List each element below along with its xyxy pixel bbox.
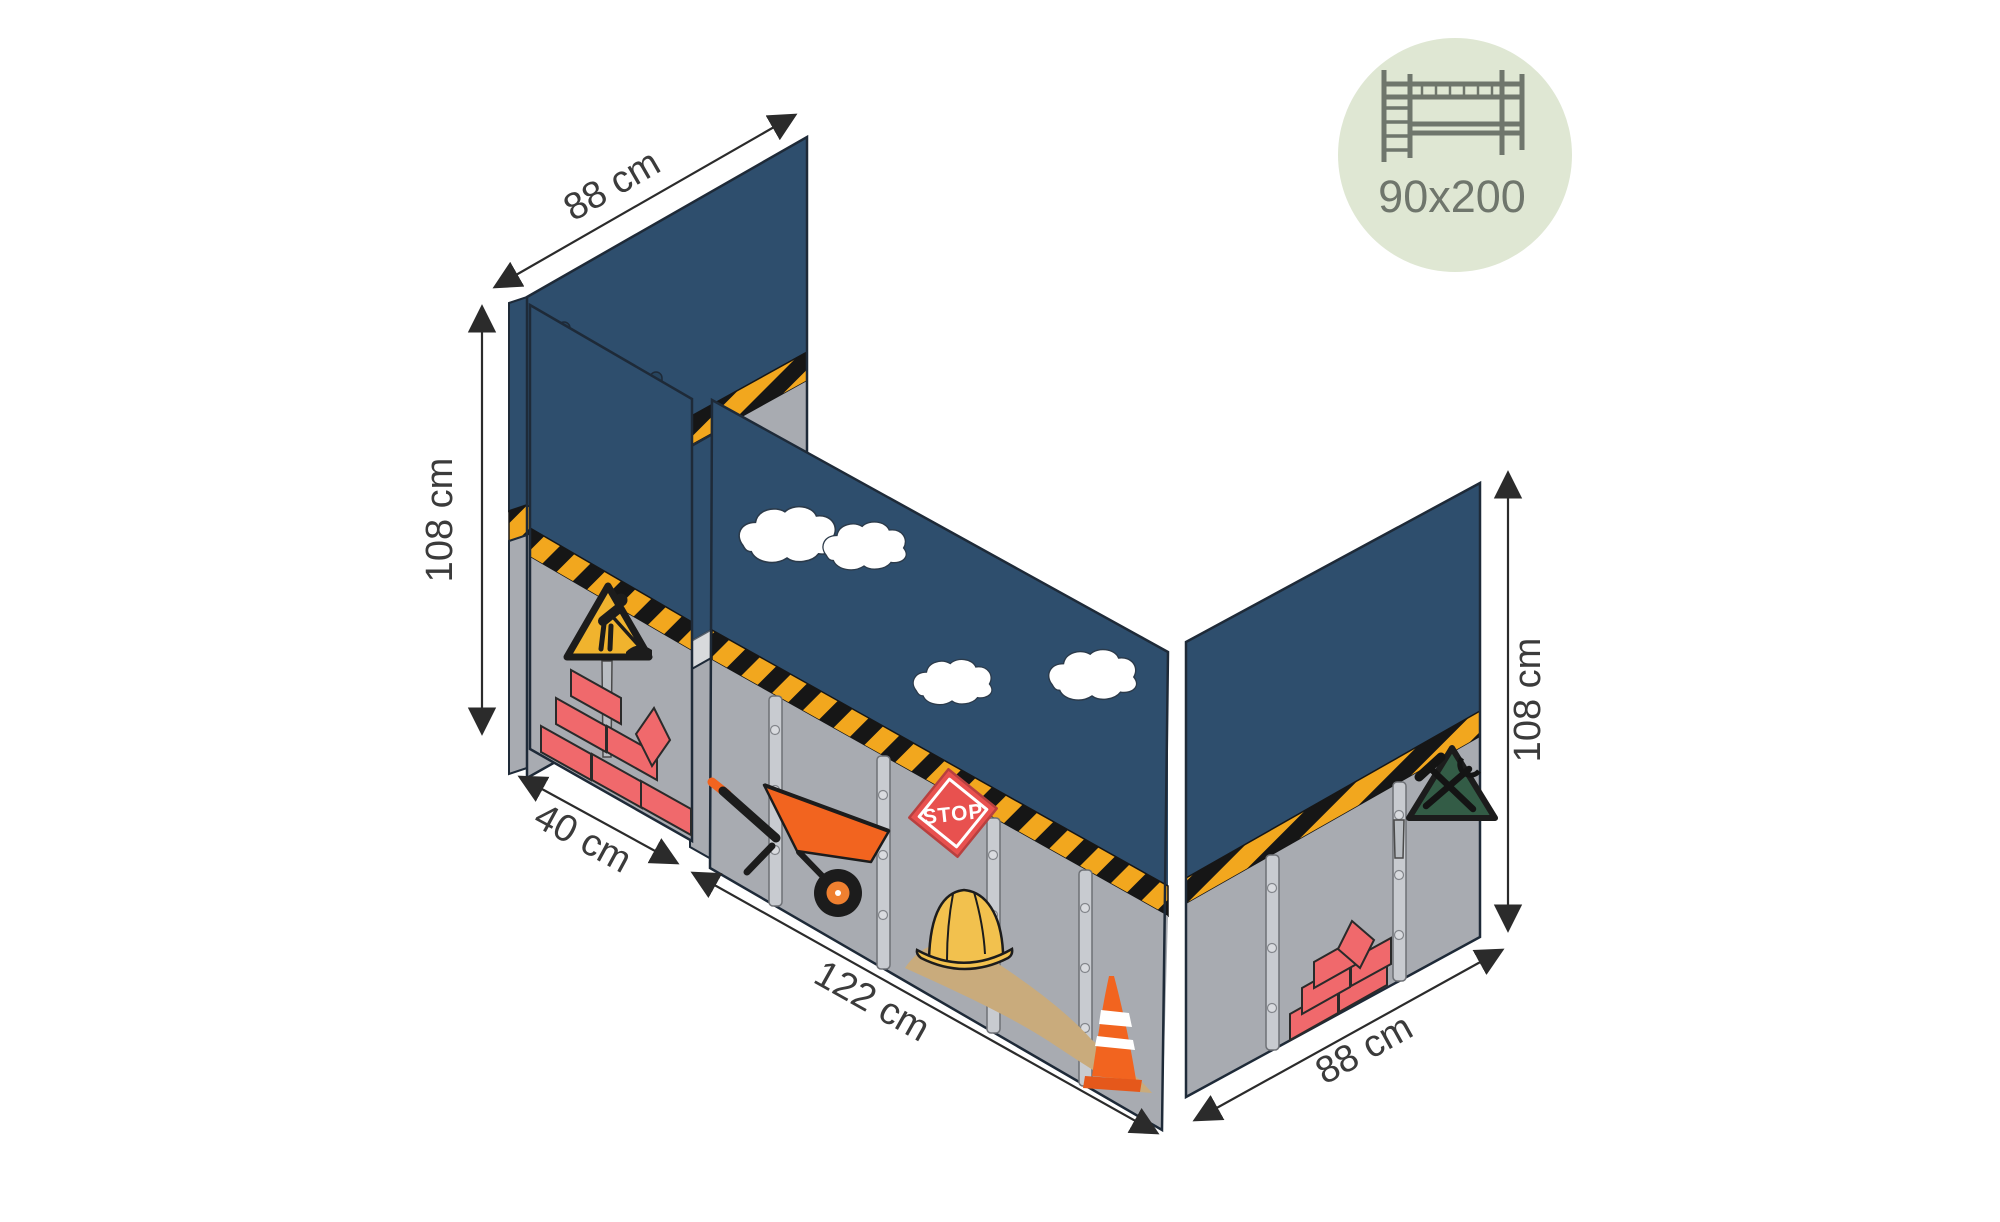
digging-worker-pictogram bbox=[598, 593, 652, 656]
wheelbarrow-axle bbox=[835, 890, 841, 896]
head-panel-side-edge bbox=[508, 295, 528, 776]
dimension-arrow-front-width bbox=[690, 871, 1160, 1135]
metal-strip bbox=[876, 755, 891, 970]
dimension-label-head-width: 88 cm bbox=[557, 142, 668, 230]
sign-pole bbox=[1393, 819, 1405, 859]
wheelbarrow-leg bbox=[743, 842, 776, 876]
dimension-label-foot-height: 108 cm bbox=[1507, 638, 1549, 763]
foot-panel bbox=[1184, 480, 1498, 1100]
head-side-gray bbox=[508, 533, 528, 776]
tools-sign-icon bbox=[1393, 745, 1498, 859]
dimension-label-left-front-width: 40 cm bbox=[527, 795, 638, 881]
stop-sign-diamond bbox=[907, 767, 999, 859]
badge-size-label: 90x200 bbox=[1378, 171, 1526, 222]
hammer-wrench-pictogram bbox=[1414, 752, 1481, 813]
roadworks-sign-icon bbox=[563, 582, 653, 661]
wheelbarrow-rim bbox=[763, 783, 890, 833]
dimension-arrow-left-front-width bbox=[517, 775, 680, 865]
wheelbarrow-handle bbox=[718, 786, 781, 843]
badge-circle bbox=[1338, 38, 1572, 272]
stop-sign: STOP bbox=[907, 767, 999, 859]
tilted-brick-icon bbox=[634, 706, 672, 768]
gap-blue bbox=[689, 432, 714, 644]
head-side-blue bbox=[508, 295, 528, 513]
front-left-outline bbox=[528, 302, 694, 844]
front-left-blue bbox=[530, 305, 692, 622]
dimension-arrows bbox=[467, 113, 1523, 1135]
stop-sign-border bbox=[917, 777, 989, 849]
dimension-arrow-foot-width bbox=[1192, 948, 1505, 1122]
foot-panel-blue bbox=[1186, 483, 1480, 878]
foot-panel-outline bbox=[1184, 480, 1482, 1100]
size-badge: 90x200 bbox=[1338, 38, 1572, 272]
front-left-panel bbox=[528, 302, 694, 844]
loft-bed-icon bbox=[1381, 70, 1525, 162]
entrance-gap-strip bbox=[689, 432, 714, 862]
front-panel: STOP bbox=[707, 397, 1170, 1133]
dimension-label-head-height: 108 cm bbox=[419, 458, 461, 583]
front-panel-outline bbox=[708, 397, 1170, 1133]
dimension-arrow-head-width bbox=[492, 113, 798, 289]
